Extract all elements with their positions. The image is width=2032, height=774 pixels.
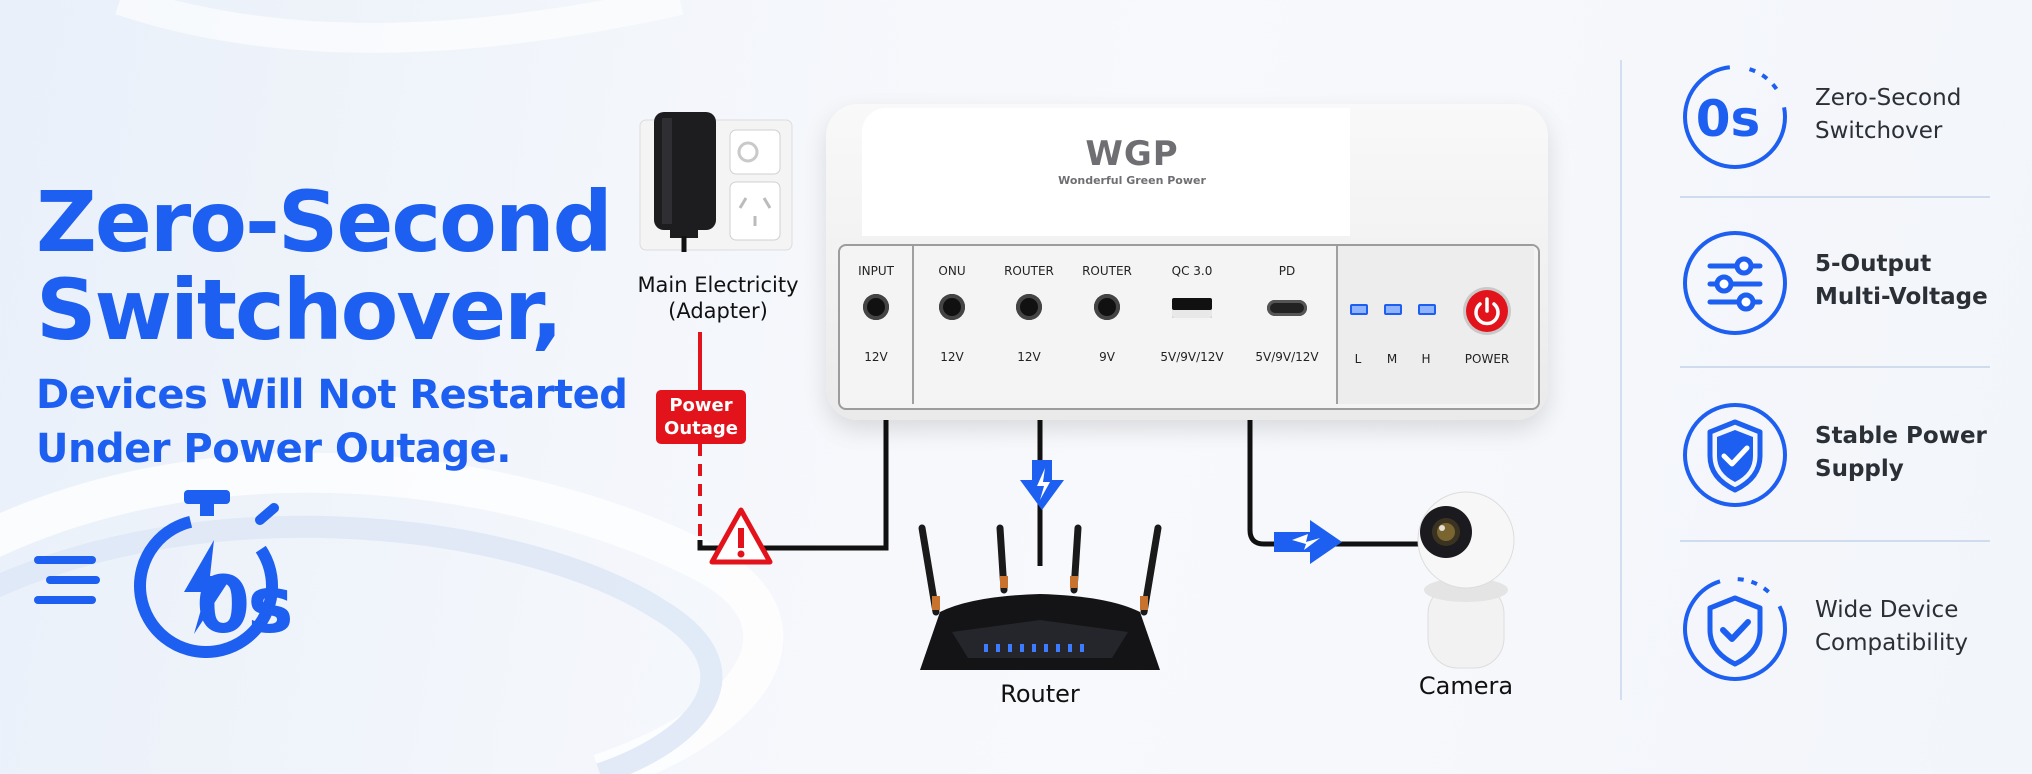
feature-line-1: Stable Power xyxy=(1815,423,1987,449)
feature-multi-voltage: 5-Output Multi-Voltage xyxy=(1680,228,2000,348)
feature-line-2: Multi-Voltage xyxy=(1815,284,1988,310)
router-image xyxy=(918,524,1162,670)
device-tagline: Wonderful Green Power xyxy=(1058,174,1206,187)
port-name: ROUTER xyxy=(1004,264,1054,278)
features-divider xyxy=(1620,60,1622,700)
wall-socket-adapter-image xyxy=(639,112,793,252)
port-group-input: INPUT 12V xyxy=(840,246,912,404)
battery-indicator-icon xyxy=(1384,304,1402,315)
adapter-caption-line-1: Main Electricity xyxy=(637,273,799,297)
panel-divider xyxy=(912,246,914,404)
dc-port-router-12v[interactable] xyxy=(1016,294,1042,320)
port-name: PD xyxy=(1278,264,1296,278)
usb-c-port[interactable] xyxy=(1267,300,1307,316)
indicator-label-high: H xyxy=(1421,352,1431,366)
port-spec: 5V/9V/12V xyxy=(1255,350,1319,364)
feature-separator xyxy=(1680,196,1990,198)
warning-icon xyxy=(709,507,773,565)
power-outage-line-1: Power xyxy=(669,395,733,416)
battery-indicator-icon xyxy=(1418,304,1436,315)
feature-text: 5-Output Multi-Voltage xyxy=(1815,248,2032,314)
adapter-caption-line-2: (Adapter) xyxy=(668,299,768,323)
router-caption: Router xyxy=(1000,680,1080,708)
feature-line-2: Switchover xyxy=(1815,118,1943,144)
port-spec: 12V xyxy=(864,350,888,364)
panel-divider xyxy=(1336,246,1338,404)
port-name: QC 3.0 xyxy=(1171,264,1213,278)
feature-zero-second: 0s Zero-Second Switchover xyxy=(1680,62,2000,182)
zero-seconds-icon: 0s xyxy=(1683,65,1787,169)
port-group-qc3: QC 3.0 5V/9V/12V xyxy=(1146,246,1238,404)
headline-line-2: Switchover, xyxy=(36,261,563,359)
timer-zero-label: 0s xyxy=(196,561,294,651)
feature-text: Stable Power Supply xyxy=(1815,420,2032,486)
port-spec: 12V xyxy=(940,350,964,364)
stopwatch-icon xyxy=(34,490,279,658)
power-icon xyxy=(1474,297,1500,326)
feature-line-2: Supply xyxy=(1815,456,1904,482)
port-name: ROUTER xyxy=(1082,264,1132,278)
feature-line-2: Compatibility xyxy=(1815,630,1969,656)
port-group-onu: ONU 12V xyxy=(914,246,990,404)
camera-image xyxy=(1417,491,1515,669)
port-name: ONU xyxy=(938,264,966,278)
shield-check-icon xyxy=(1683,403,1787,507)
power-flow-down-icon xyxy=(1020,460,1064,510)
subheadline-line-1: Devices Will Not Restarted xyxy=(36,372,628,418)
feature-line-1: Zero-Second xyxy=(1815,85,1962,111)
camera-caption: Camera xyxy=(1418,672,1514,700)
feature-separator xyxy=(1680,540,1990,542)
power-label: POWER xyxy=(1464,352,1510,366)
indicator-panel: L M H POWER xyxy=(1338,246,1534,404)
device-top-panel xyxy=(862,108,1350,236)
port-group-router-12v: ROUTER 12V xyxy=(990,246,1068,404)
indicator-label-mid: M xyxy=(1386,352,1398,366)
dc-port-router-9v[interactable] xyxy=(1094,294,1120,320)
battery-indicator-icon xyxy=(1350,304,1368,315)
dc-port-onu[interactable] xyxy=(939,294,965,320)
subheadline: Devices Will Not Restarted Under Power O… xyxy=(36,368,656,476)
feature-compatibility: Wide Device Compatibility xyxy=(1680,574,2000,694)
adapter-caption: Main Electricity (Adapter) xyxy=(618,272,818,324)
feature-line-1: 5-Output xyxy=(1815,251,1932,277)
feature-text: Wide Device Compatibility xyxy=(1815,594,2032,660)
port-group-router-9v: ROUTER 9V xyxy=(1068,246,1146,404)
port-spec: 5V/9V/12V xyxy=(1160,350,1224,364)
headline-line-1: Zero-Second xyxy=(36,173,613,271)
indicator-label-low: L xyxy=(1354,352,1362,366)
power-button[interactable] xyxy=(1466,290,1508,332)
ups-device: WGP Wonderful Green Power INPUT 12V ONU … xyxy=(826,104,1548,420)
port-group-pd: PD 5V/9V/12V xyxy=(1238,246,1336,404)
device-front-panel: INPUT 12V ONU 12V ROUTER 12V ROUTER 9V Q… xyxy=(838,244,1540,410)
power-flow-right-icon xyxy=(1274,520,1342,564)
feature-stable-power: Stable Power Supply xyxy=(1680,400,2000,520)
zero-seconds-icon-text: 0s xyxy=(1696,90,1761,148)
feature-line-1: Wide Device xyxy=(1815,597,1959,623)
background-swirl xyxy=(0,0,784,774)
headline: Zero-Second Switchover, xyxy=(36,178,656,354)
subheadline-line-2: Under Power Outage. xyxy=(36,426,511,472)
port-spec: 9V xyxy=(1099,350,1115,364)
feature-separator xyxy=(1680,366,1990,368)
device-logo: WGP xyxy=(1085,134,1179,174)
port-spec: 12V xyxy=(1017,350,1041,364)
power-outage-line-2: Outage xyxy=(664,418,738,439)
shield-dashed-check-icon xyxy=(1683,577,1787,681)
feature-text: Zero-Second Switchover xyxy=(1815,82,2032,148)
usb-a-port[interactable] xyxy=(1172,298,1212,318)
dc-port-input[interactable] xyxy=(863,294,889,320)
power-outage-badge: Power Outage xyxy=(656,390,746,444)
sliders-icon xyxy=(1683,231,1787,335)
port-name: INPUT xyxy=(858,264,894,278)
